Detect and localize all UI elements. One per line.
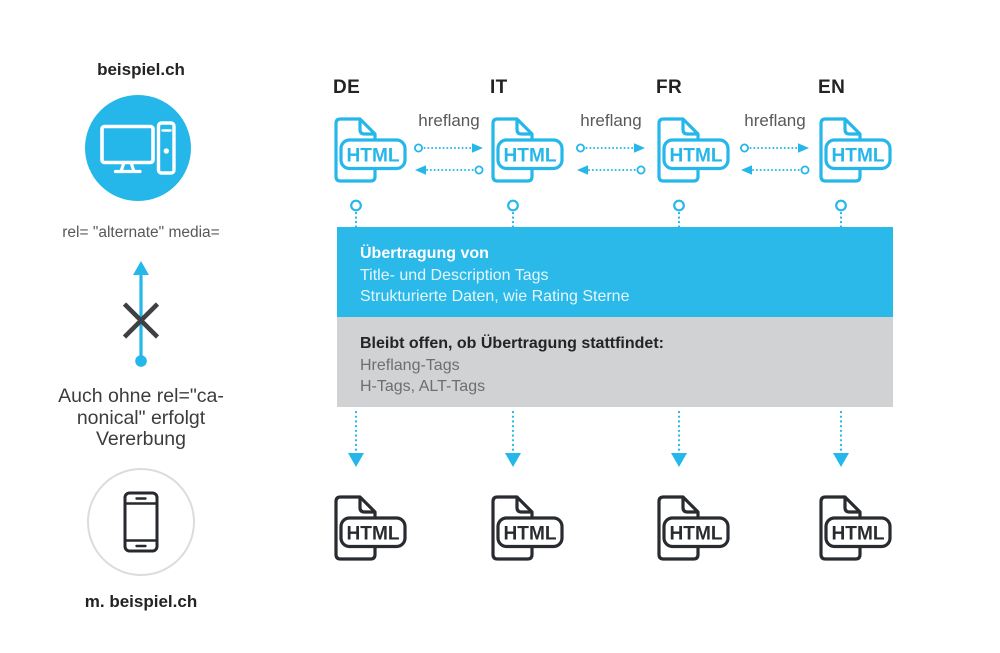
transfer-box-title: Übertragung von bbox=[360, 245, 489, 262]
connector-dot-line-icon bbox=[507, 199, 519, 229]
down-arrow-icon bbox=[505, 410, 521, 467]
html-file-icon-fr: HTML bbox=[657, 117, 730, 183]
file-type-text: HTML bbox=[832, 524, 885, 545]
transfer-box-item: Title- und Description Tags bbox=[360, 267, 549, 284]
open-question-box-title: Bleibt offen, ob Übertragung stattfindet… bbox=[360, 335, 664, 352]
transfer-box-item: Strukturierte Daten, wie Rating Sterne bbox=[360, 288, 630, 305]
mobile-circle bbox=[87, 468, 195, 576]
desktop-domain-label: beispiel.ch bbox=[97, 60, 185, 79]
note-line: Vererbung bbox=[96, 428, 186, 450]
lang-header-de: DE bbox=[333, 77, 361, 98]
open-question-box-item: H-Tags, ALT-Tags bbox=[360, 378, 486, 395]
canonical-note-text: Auch ohne rel="ca- nonical" erfolgt Vere… bbox=[11, 385, 271, 451]
file-type-text: HTML bbox=[670, 146, 723, 167]
connector-dot-line-icon bbox=[350, 199, 362, 229]
connector-dot-line-icon bbox=[673, 199, 685, 229]
file-type-text: HTML bbox=[504, 146, 557, 167]
html-file-icon-de-result: HTML bbox=[334, 495, 407, 561]
down-arrow-icon bbox=[833, 410, 849, 467]
file-type-text: HTML bbox=[504, 524, 557, 545]
file-type-text: HTML bbox=[347, 524, 400, 545]
hreflang-bidirectional-arrows-icon bbox=[414, 143, 484, 175]
down-arrow-icon bbox=[348, 410, 364, 467]
file-type-text: HTML bbox=[347, 146, 400, 167]
down-arrow-icon bbox=[671, 410, 687, 467]
hreflang-label: hreflang bbox=[580, 111, 642, 130]
lang-header-it: IT bbox=[490, 77, 508, 98]
open-question-box-item: Hreflang-Tags bbox=[360, 357, 460, 374]
html-file-icon-de: HTML bbox=[334, 117, 407, 183]
transfer-box: Übertragung von Title- und Description T… bbox=[337, 227, 893, 317]
html-file-icon-it: HTML bbox=[491, 117, 564, 183]
hreflang-label: hreflang bbox=[418, 111, 480, 130]
hreflang-label: hreflang bbox=[744, 111, 806, 130]
connector-dot-line-icon bbox=[835, 199, 847, 229]
rel-alternate-media-text: rel= "alternate" media= bbox=[62, 224, 220, 241]
smartphone-icon bbox=[123, 491, 159, 553]
arrow-up-crossed-out-icon bbox=[122, 261, 160, 367]
mobile-domain-label: m. beispiel.ch bbox=[84, 592, 198, 611]
desktop-computer-icon bbox=[100, 121, 176, 175]
open-question-box: Bleibt offen, ob Übertragung stattfindet… bbox=[337, 317, 893, 407]
html-file-icon-fr-result: HTML bbox=[657, 495, 730, 561]
file-type-text: HTML bbox=[670, 524, 723, 545]
note-line: nonical" erfolgt bbox=[76, 406, 206, 429]
file-type-text: HTML bbox=[832, 146, 885, 167]
lang-header-en: EN bbox=[818, 77, 846, 98]
desktop-circle bbox=[85, 95, 191, 201]
html-file-icon-en: HTML bbox=[819, 117, 892, 183]
html-file-icon-it-result: HTML bbox=[491, 495, 564, 561]
note-line: Auch ohne rel="ca- bbox=[58, 385, 224, 407]
lang-header-fr: FR bbox=[656, 77, 683, 98]
html-file-icon-en-result: HTML bbox=[819, 495, 892, 561]
hreflang-bidirectional-arrows-icon bbox=[576, 143, 646, 175]
hreflang-bidirectional-arrows-icon bbox=[740, 143, 810, 175]
